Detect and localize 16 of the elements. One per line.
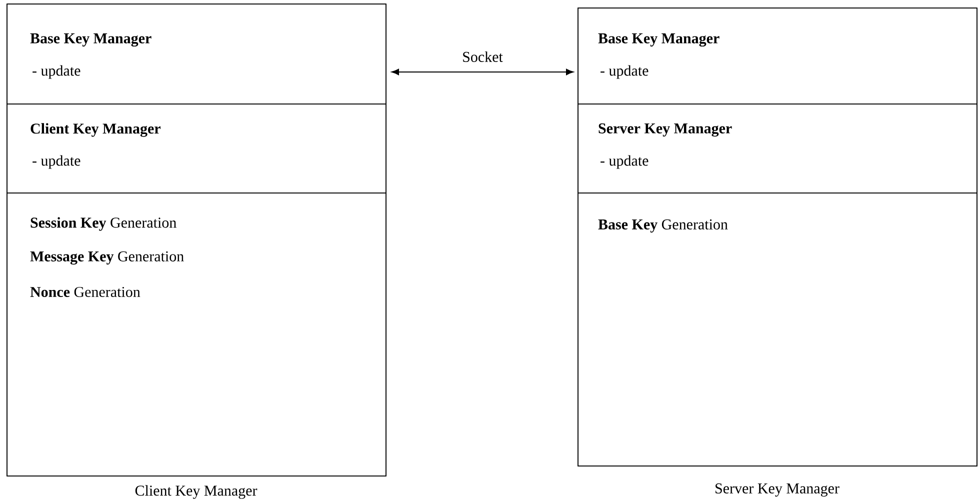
text-line: - update xyxy=(600,65,648,79)
heading: Base Key Manager xyxy=(30,33,152,47)
edge-label: Socket xyxy=(463,51,503,62)
text-line: - update xyxy=(32,155,80,169)
box-title: Server Key Manager xyxy=(716,483,840,497)
heading: Client Key Manager xyxy=(30,123,160,137)
text-line: Message Key Generation xyxy=(30,251,184,265)
arrow xyxy=(391,68,574,76)
heading: Server Key Manager xyxy=(598,123,732,137)
text-line: - update xyxy=(32,65,80,79)
text-line: Nonce Generation xyxy=(30,286,140,298)
box-title: Client Key Manager xyxy=(135,485,258,499)
text-line: - update xyxy=(600,155,648,169)
text-line: Session Key Generation xyxy=(30,217,176,231)
heading: Base Key Manager xyxy=(598,33,720,47)
text-line: Base Key Generation xyxy=(598,219,728,233)
